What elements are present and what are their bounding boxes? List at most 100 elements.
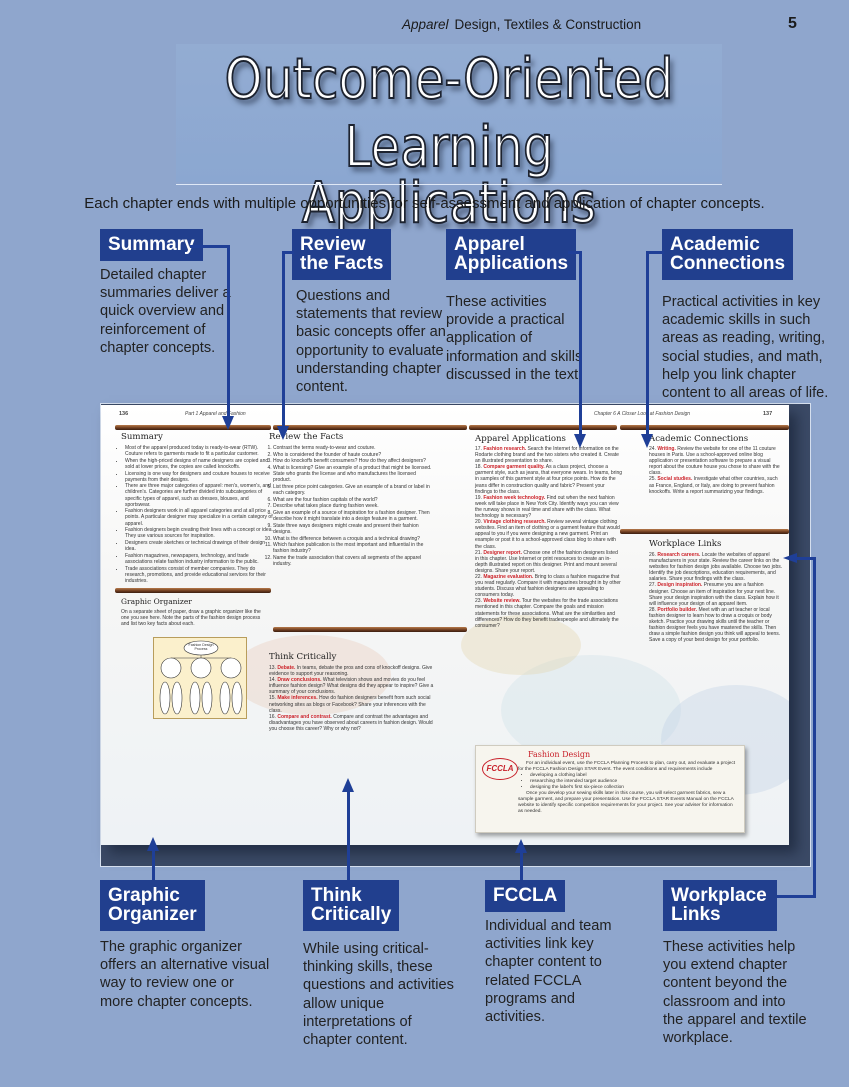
item-keyword: Designer report.: [483, 549, 522, 556]
summary-bullet: Trade associations consist of member com…: [125, 566, 273, 584]
spread-academic-title: Academic Connections: [649, 434, 749, 444]
spread-apparel-body: 17. Fashion research. Search the Interne…: [475, 446, 623, 629]
item-keyword: Writing.: [657, 446, 676, 452]
item-text: Investigate what other countries, such a…: [649, 476, 778, 495]
fccla-bullet: researching the intended target audience: [530, 779, 738, 785]
think-arrow-icon: [342, 778, 354, 792]
review-arrow-icon: [277, 426, 289, 440]
item-text: Review several vintage clothing websites…: [475, 519, 620, 550]
apparel-item: 18. Compare garment quality. As a class …: [475, 464, 623, 494]
item-text: Find out when the next fashion week will…: [475, 494, 619, 520]
organizer-tree-icon: [159, 640, 243, 715]
item-num: 23.: [475, 598, 482, 605]
item-text: Meet with an art teacher or local fashio…: [649, 606, 781, 644]
spread-summary-title: Summary: [121, 432, 163, 442]
workplace-links-description: These activities help you extend chapter…: [663, 939, 807, 1047]
item-keyword: Magazine evaluation.: [483, 573, 534, 580]
summary-bullet: Fashion designers begin creating their l…: [125, 527, 273, 539]
academic-item: 24. Writing. Review the website for one …: [649, 446, 783, 476]
summary-bullet: There are three major categories of appa…: [125, 483, 273, 507]
review-item: Name the trade association that covers a…: [273, 555, 433, 567]
item-text: Review the website for one of the 11 cou…: [649, 446, 780, 477]
review-connector: [282, 251, 285, 429]
rule: [273, 627, 467, 632]
review-item: Which fashion publication is the most im…: [273, 542, 433, 554]
item-keyword: Compare and contrast.: [277, 713, 332, 720]
summary-bullet: Licensing is one way for designers and c…: [125, 471, 273, 483]
spread-summary-body: Most of the apparel produced today is re…: [115, 445, 273, 584]
fccla-connector: [520, 852, 523, 880]
item-num: 13.: [269, 665, 276, 671]
item-keyword: Fashion week technology.: [483, 494, 546, 501]
think-item: 15. Make inferences. How do fashion desi…: [269, 695, 435, 713]
fccla-description: Individual and team activities link key …: [485, 918, 612, 1026]
apparel-item: 20. Vintage clothing research. Review se…: [475, 519, 623, 549]
academic-connections-description: Practical activities in key academic ski…: [662, 294, 829, 402]
spread-workplace-body: 26. Research careers. Locate the website…: [649, 552, 783, 643]
fccla-para2: Once you develop your sewing skills late…: [518, 791, 734, 814]
item-text: Choose one of the fashion designers list…: [475, 549, 618, 574]
spread-review-body: Contrast the terms ready-to-wear and cou…: [263, 445, 433, 568]
review-item: List three price point categories. Give …: [273, 484, 433, 496]
think-item: 13. Debate. In teams, debate the pros an…: [269, 665, 435, 677]
graphic-organizer-diagram: Fashion Design Process: [153, 637, 247, 719]
fccla-label-text: FCCLA: [493, 885, 558, 906]
fccla-para1: For an individual event, use the FCCLA P…: [518, 761, 736, 772]
item-text: Presume you are a fashion designer. Choo…: [649, 582, 779, 607]
summary-label-text: Summary: [108, 234, 195, 255]
spread-think-title: Think Critically: [269, 652, 337, 662]
apparel-label-line2: Applications: [454, 253, 569, 274]
graphic-arrow-icon: [147, 837, 159, 851]
think-item: 14. Draw conclusions. What television sh…: [269, 677, 435, 695]
right-page-number: 137: [763, 411, 773, 417]
review-item: Contrast the terms ready-to-wear and cou…: [273, 445, 433, 451]
item-keyword: Design inspiration.: [657, 582, 703, 589]
review-item: What is the difference between a croquis…: [273, 536, 433, 542]
fccla-bullet: developing a clothing label: [530, 773, 738, 779]
item-keyword: Website review.: [483, 598, 521, 605]
academic-connector: [646, 251, 664, 254]
right-running-head: Chapter 6 A Closer Look at Fashion Desig…: [594, 411, 691, 417]
summary-arrow-icon: [222, 416, 234, 430]
workplace-item: 26. Research careers. Locate the website…: [649, 552, 783, 582]
fccla-arrow-icon: [515, 839, 527, 853]
spread-apparel-title: Apparel Applications: [475, 434, 566, 444]
review-item: Describe what takes place during fashion…: [273, 503, 433, 509]
spread-graphic-organizer-text: On a separate sheet of paper, draw a gra…: [121, 609, 261, 628]
apparel-connector: [579, 251, 582, 437]
apparel-arrow-icon: [574, 434, 586, 448]
think-label-line1: Think: [311, 885, 362, 906]
apparel-item: 22. Magazine evaluation. Bring to class …: [475, 574, 623, 598]
apparel-applications-description: These activities provide a practical app…: [446, 294, 583, 383]
think-label-line2: Critically: [311, 904, 392, 925]
spread-workplace-title: Workplace Links: [649, 539, 722, 549]
item-num: 27.: [649, 582, 656, 589]
item-keyword: Vintage clothing research.: [483, 519, 546, 526]
summary-bullet: Fashion designers work in all apparel ca…: [125, 508, 273, 526]
review-item: Give an example of a source of inspirati…: [273, 510, 433, 522]
review-item: How do knockoffs benefit consumers? How …: [273, 458, 433, 464]
intro-text: Each chapter ends with multiple opportun…: [84, 195, 765, 212]
left-running-head: Part 1 Apparel and Fashion: [185, 411, 246, 417]
review-label-line1: Review: [300, 234, 366, 255]
review-label-line2: the Facts: [300, 253, 384, 274]
workplace-connector: [813, 557, 816, 897]
workplace-item: 27. Design inspiration. Presume you are …: [649, 582, 783, 606]
academic-label-line2: Connections: [670, 253, 786, 274]
item-num: 26.: [649, 552, 656, 558]
spread-graphic-organizer-title: Graphic Organizer: [121, 597, 192, 606]
item-num: 22.: [475, 573, 482, 580]
page-number: 5: [788, 15, 797, 32]
rule: [469, 425, 617, 430]
item-text: Tour the websites for the trade associat…: [475, 598, 619, 629]
item-keyword: Social studies.: [657, 476, 693, 483]
graphic-label-line1: Graphic: [108, 885, 180, 906]
apparel-label-line1: Apparel: [454, 234, 525, 255]
item-num: 14.: [269, 677, 276, 684]
item-num: 19.: [475, 494, 482, 501]
